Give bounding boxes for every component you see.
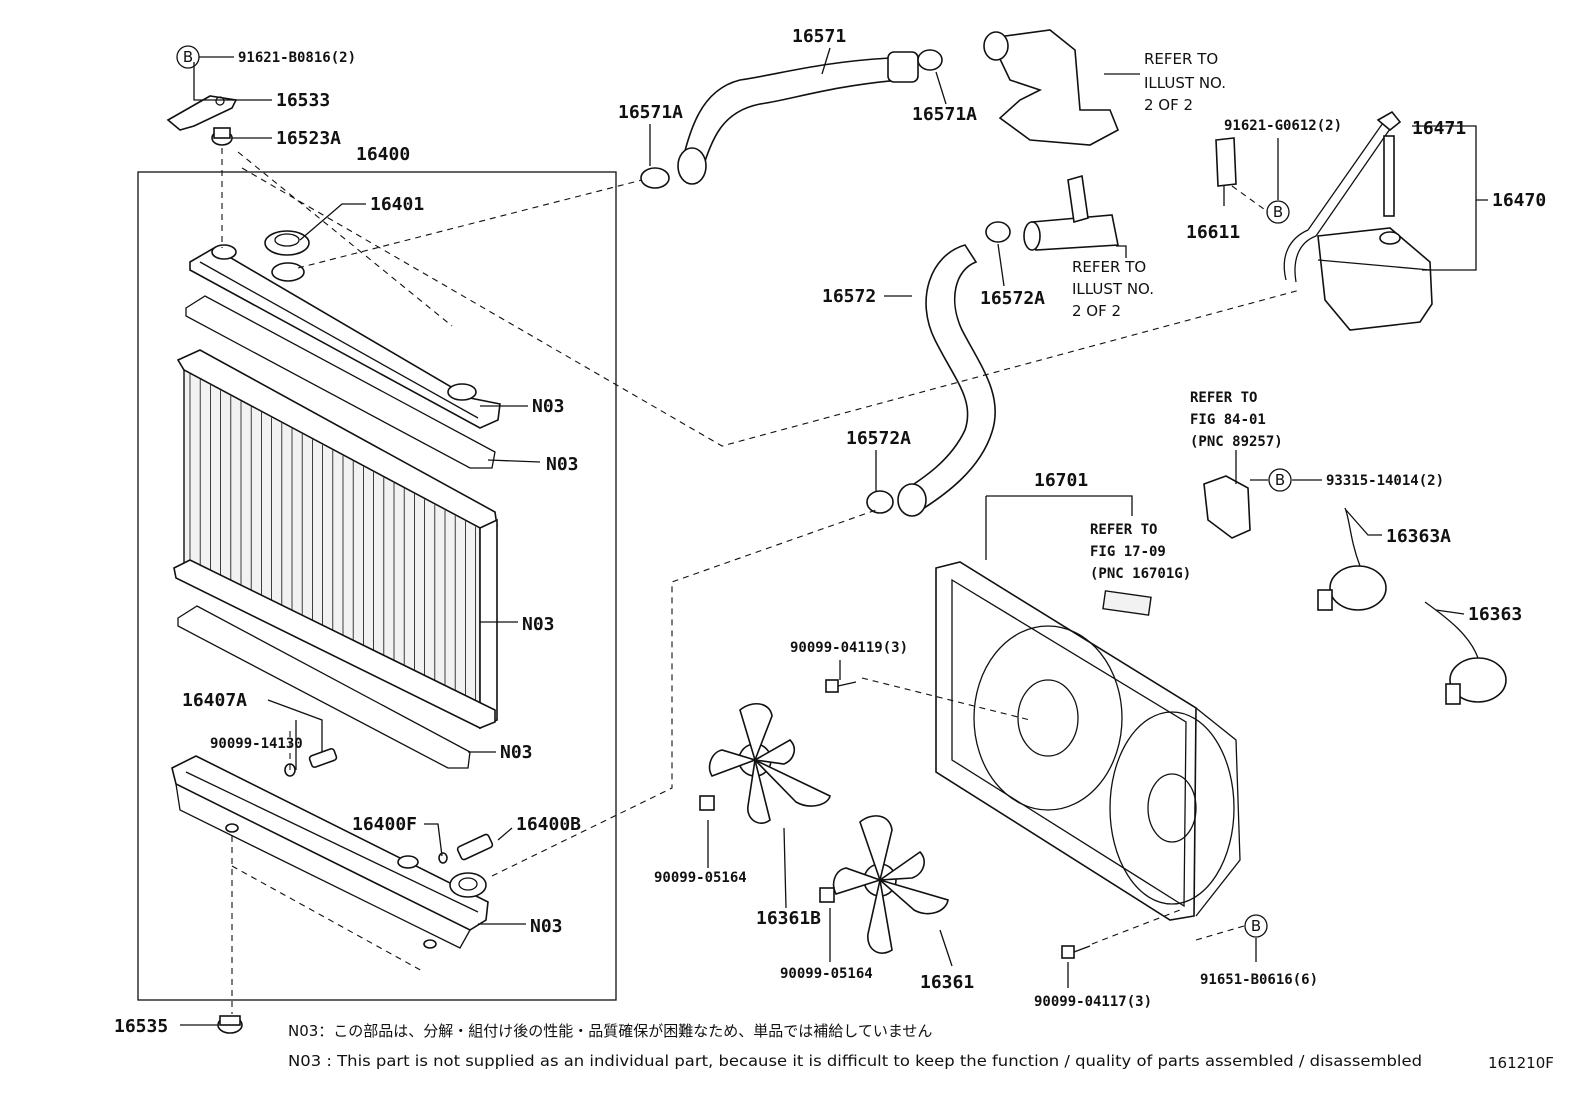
label-16572a-upper[interactable]: 16572A [980,288,1045,309]
cooling-fan-16361 [832,815,949,954]
label-16535[interactable]: 16535 [114,1016,168,1037]
bolt-90099-04117 [1061,945,1091,959]
radiator-lower-tank [171,755,489,949]
label-n03-lower-tank[interactable]: N03 [530,916,563,937]
drain-plug-16400b [438,833,494,864]
hose-clamp-16572a-lower [866,490,894,514]
water-inlet-pipe [1023,174,1119,251]
hose-clamp-16572a-upper [985,221,1011,243]
reservoir-tank-16470 [1317,227,1433,331]
label-16572a-lower[interactable]: 16572A [846,428,911,449]
bracket-16611 [1215,137,1237,187]
diagram-code: 161210F [1488,1054,1554,1072]
nut-90099-05164-left [699,795,715,811]
svg-text:REFER TO: REFER TO [1090,522,1157,538]
cushion-16535 [217,1015,243,1034]
svg-text:B: B [183,48,193,66]
upper-tank-gasket [185,295,496,469]
callout-b-reservoir: B [1266,200,1290,224]
hose-clamp-16571a-left [640,167,670,189]
lower-tank-gasket [177,605,471,769]
leader-lines [180,47,1488,1026]
reservoir-hose-16471 [1283,110,1402,283]
fan-shroud-16701 [935,561,1241,921]
svg-text:(PNC 89257): (PNC 89257) [1190,434,1283,450]
radiator-core [173,349,498,730]
svg-text:B: B [1273,203,1283,221]
label-90099-04119[interactable]: 90099-04119(3) [790,640,908,656]
cooling-fan-16361b [708,703,831,824]
label-16533[interactable]: 16533 [276,90,330,111]
radiator-upper-tank [189,244,501,429]
svg-text:REFER TO: REFER TO [1144,50,1218,68]
label-16407a[interactable]: 16407A [182,690,247,711]
fan-motor-16363 [1424,601,1507,705]
label-16363[interactable]: 16363 [1468,604,1522,625]
label-16571[interactable]: 16571 [792,26,846,47]
fan-motor-16363a [1317,507,1387,611]
nut-90099-05164-mid [819,887,835,903]
label-16611[interactable]: 16611 [1186,222,1240,243]
label-91651-b0616[interactable]: 91651-B0616(6) [1200,972,1318,988]
label-16400f[interactable]: 16400F [352,814,417,835]
fan-relay-89257 [1203,475,1251,539]
svg-text:FIG 17-09: FIG 17-09 [1090,544,1166,560]
label-n03-upper-tank[interactable]: N03 [532,396,565,417]
lower-hose-16572 [897,244,997,517]
bolt-90099-04119 [825,679,857,693]
refer-fig-84-01: REFER TO FIG 84-01 (PNC 89257) [1190,390,1283,450]
label-n03-core[interactable]: N03 [522,614,555,635]
label-n03-upper-gasket[interactable]: N03 [546,454,579,475]
callout-b-top: B [176,45,200,69]
callout-b-shroud: B [1244,914,1268,938]
drain-cock-16407a [284,747,338,777]
label-16361b[interactable]: 16361B [756,908,821,929]
label-90099-04117[interactable]: 90099-04117(3) [1034,994,1152,1010]
label-n03-lower-gasket[interactable]: N03 [500,742,533,763]
label-16361[interactable]: 16361 [920,972,974,993]
callout-b-relay: B [1268,468,1292,492]
svg-text:REFER TO: REFER TO [1190,390,1257,406]
label-16401[interactable]: 16401 [370,194,424,215]
note-n03-english: N03 : This part is not supplied as an in… [288,1052,1422,1070]
refer-illust-mid: REFER TO ILLUST NO. 2 OF 2 [1072,258,1154,320]
label-16400b[interactable]: 16400B [516,814,581,835]
label-91621-b0816[interactable]: 91621-B0816(2) [238,50,356,66]
svg-text:REFER TO: REFER TO [1072,258,1146,276]
radiator-assembly-frame [137,171,617,1001]
label-93315-14014[interactable]: 93315-14014(2) [1326,473,1444,489]
svg-text:ILLUST NO.: ILLUST NO. [1072,280,1154,298]
label-16523a[interactable]: 16523A [276,128,341,149]
svg-text:2 OF 2: 2 OF 2 [1144,96,1193,114]
refer-illust-upper: REFER TO ILLUST NO. 2 OF 2 [1144,50,1226,114]
note-n03-japanese: N03：この部品は、分解・組付け後の性能・品質確保が困難なため、単品では補給して… [288,1022,932,1040]
label-16701[interactable]: 16701 [1034,470,1088,491]
label-16400[interactable]: 16400 [356,144,410,165]
label-16572[interactable]: 16572 [822,286,876,307]
svg-text:FIG 84-01: FIG 84-01 [1190,412,1266,428]
label-16571a-left[interactable]: 16571A [618,102,683,123]
label-16363a[interactable]: 16363A [1386,526,1451,547]
label-16471[interactable]: 16471 [1412,118,1466,139]
svg-text:ILLUST NO.: ILLUST NO. [1144,74,1226,92]
label-90099-05164-mid[interactable]: 90099-05164 [780,966,873,982]
label-91621-g0612[interactable]: 91621-G0612(2) [1224,118,1342,134]
upper-hose-16571 [677,51,919,185]
assembly-guide-lines [221,148,1301,1014]
label-90099-14130[interactable]: 90099-14130 [210,736,303,752]
svg-text:2 OF 2: 2 OF 2 [1072,302,1121,320]
svg-text:B: B [1251,917,1261,935]
hose-clamp-16571a-right [917,49,943,71]
cushion-16523a [211,127,233,146]
label-90099-05164-left[interactable]: 90099-05164 [654,870,747,886]
label-16571a-right[interactable]: 16571A [912,104,977,125]
refer-fig-17-09: REFER TO FIG 17-09 (PNC 16701G) [1090,522,1191,582]
label-16470[interactable]: 16470 [1492,190,1546,211]
svg-text:B: B [1275,471,1285,489]
radiator-cap [264,230,310,256]
svg-text:(PNC 16701G): (PNC 16701G) [1090,566,1191,582]
water-outlet [983,29,1120,146]
bracket-16533 [166,95,238,131]
